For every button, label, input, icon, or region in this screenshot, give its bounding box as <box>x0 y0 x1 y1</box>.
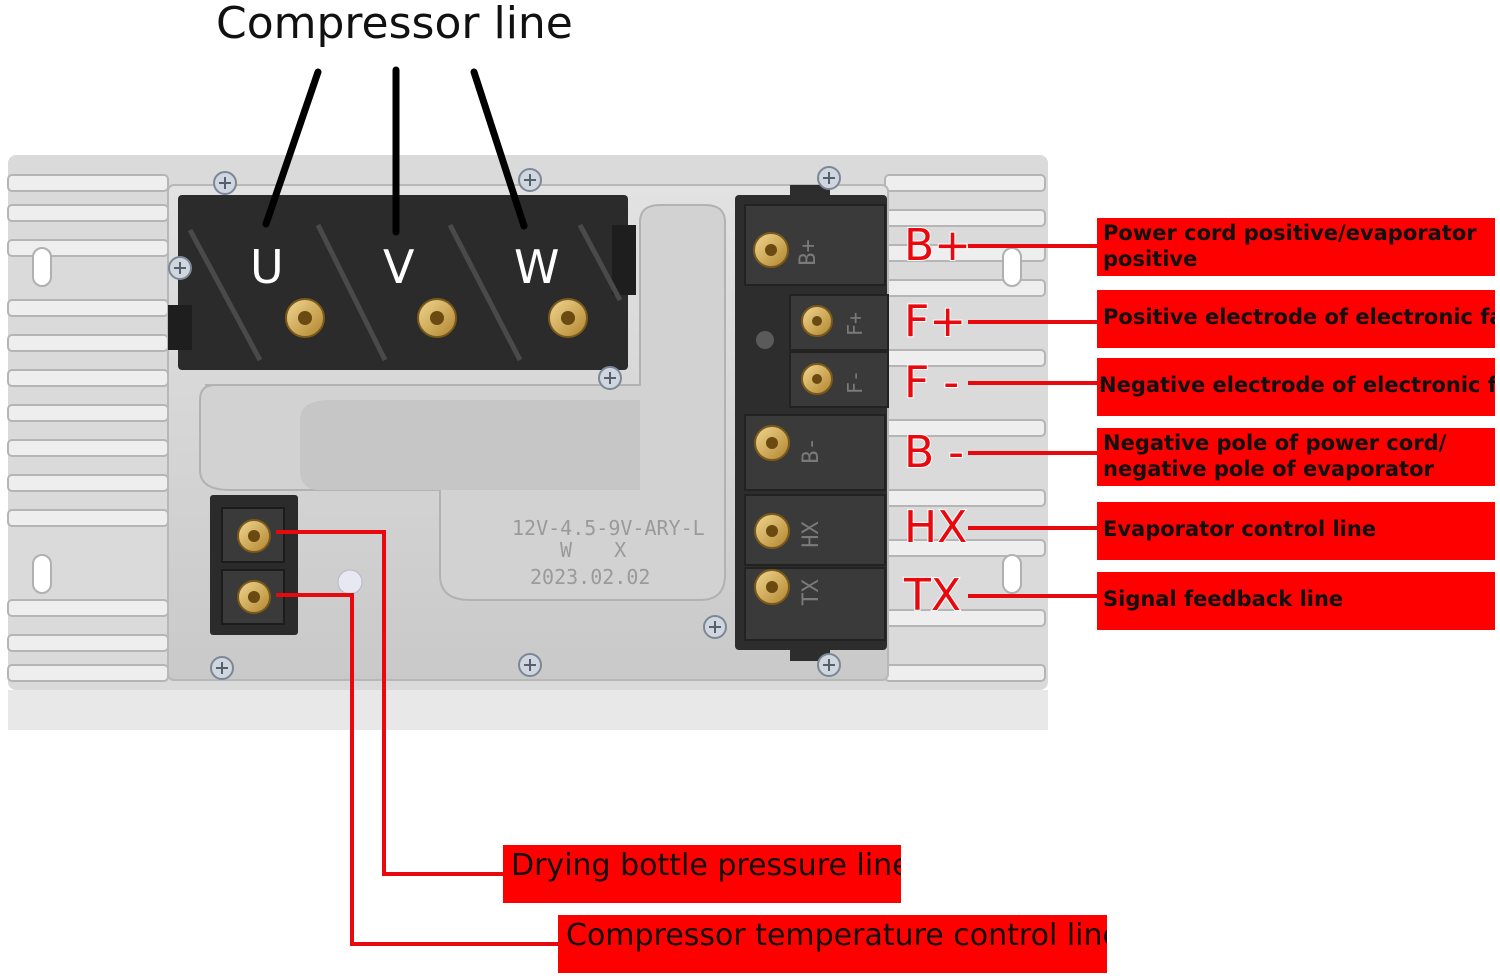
boss-recess <box>300 400 640 490</box>
connector-mark-f-minus: F- <box>843 369 868 395</box>
connector-mark-hx: HX <box>798 521 824 548</box>
pin-description-hx: Evaporator control line <box>1097 502 1495 560</box>
pin-description-f-plus: Positive electrode of electronic fan <box>1097 290 1495 348</box>
pin-label-f-minus: F - <box>903 356 960 409</box>
stamp-model: 12V-4.5-9V-ARY-L <box>512 516 705 540</box>
sensor-leader-lines <box>276 530 558 946</box>
pin-label-b-plus: B+ <box>903 219 972 272</box>
compressor-terminals <box>285 298 588 338</box>
phase-label-v: V <box>383 240 415 294</box>
stamp-date: 2023.02.02 <box>530 565 651 589</box>
pin-label-hx: HX <box>903 501 968 554</box>
sensor-description-temperature: Compressor temperature control line <box>558 915 1107 973</box>
heatsink-fins-left <box>7 174 169 682</box>
heatsink-fins-right <box>884 174 1046 682</box>
pin-leader-lines <box>968 244 1100 598</box>
signal-terminals <box>753 232 833 605</box>
sensor-connector <box>210 495 298 635</box>
connector-mark-b-plus: B+ <box>795 239 821 266</box>
phase-label-w: W <box>514 240 560 294</box>
stamp-codes: W X <box>560 538 627 562</box>
connector-mark-tx: TX <box>798 579 824 606</box>
compressor-leader-lines <box>262 66 528 236</box>
phase-label-u: U <box>250 240 284 294</box>
pin-description-b-plus: Power cord positive/evaporator positive <box>1097 218 1495 276</box>
sensor-description-pressure: Drying bottle pressure line <box>503 845 901 903</box>
mounting-slots <box>32 247 1022 594</box>
diagram-title: Compressor line <box>216 0 573 49</box>
rivet <box>337 569 363 595</box>
connector-mark-f-plus: F+ <box>843 311 868 337</box>
pin-description-tx: Signal feedback line <box>1097 572 1495 630</box>
connector-mark-b-minus: B- <box>798 437 824 464</box>
pin-label-f-plus: F+ <box>903 295 967 348</box>
pin-label-tx: TX <box>903 569 962 622</box>
pin-description-f-minus: Negative electrode of electronic fan <box>1097 358 1495 416</box>
pin-description-b-minus: Negative pole of power cord/ negative po… <box>1097 428 1495 486</box>
pin-label-b-minus: B - <box>903 426 965 479</box>
